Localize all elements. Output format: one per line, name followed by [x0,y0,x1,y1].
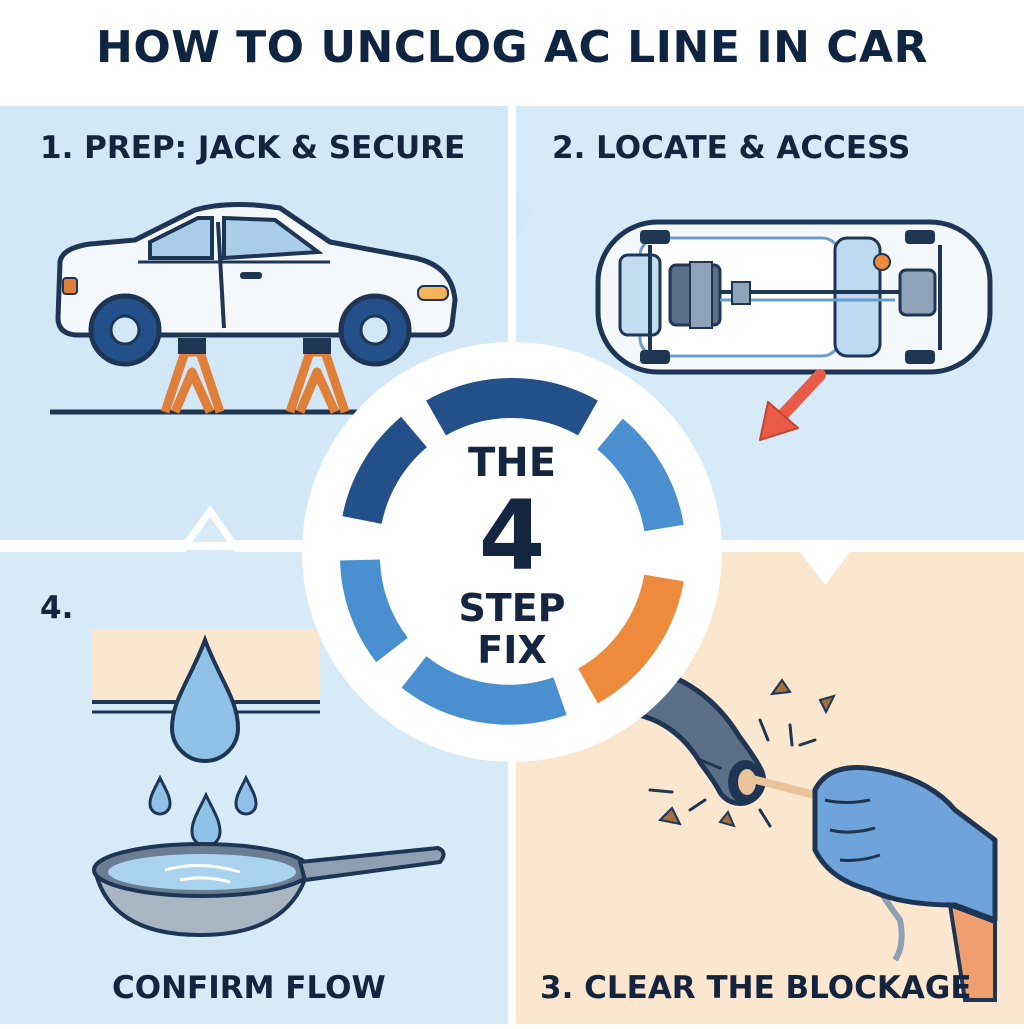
ring-segment-upper-left [342,416,428,525]
center-text-fix: FIX [477,628,547,672]
step-1-label: 1. PREP: JACK & SECURE [40,130,466,166]
gloved-hand-icon [812,765,998,1002]
ring-segment-lower-right [577,574,684,704]
ring-segment-bottom [401,655,567,725]
car-on-jack-stands-icon [50,201,470,415]
center-text-step: STEP [458,586,566,630]
pan-icon [92,842,446,938]
water-drop-icon [92,630,320,848]
ring-segment-upper-right [596,418,684,532]
step-2-label: 2. LOCATE & ACCESS [552,130,911,166]
center-text-the: THE [467,440,557,486]
step-4-label: CONFIRM FLOW [112,970,386,1006]
car-underside-icon [595,219,993,375]
ring-segment-lower-left [340,558,409,663]
ring-segment-top [426,377,598,436]
step-4-number: 4. [40,590,74,626]
arrow-icon [759,369,826,441]
step-3-label: 3. CLEAR THE BLOCKAGE [540,970,972,1006]
center-ring [302,342,722,762]
center-number: 4 [478,480,546,592]
page-title: HOW TO UNCLOG AC LINE IN CAR [96,22,928,73]
